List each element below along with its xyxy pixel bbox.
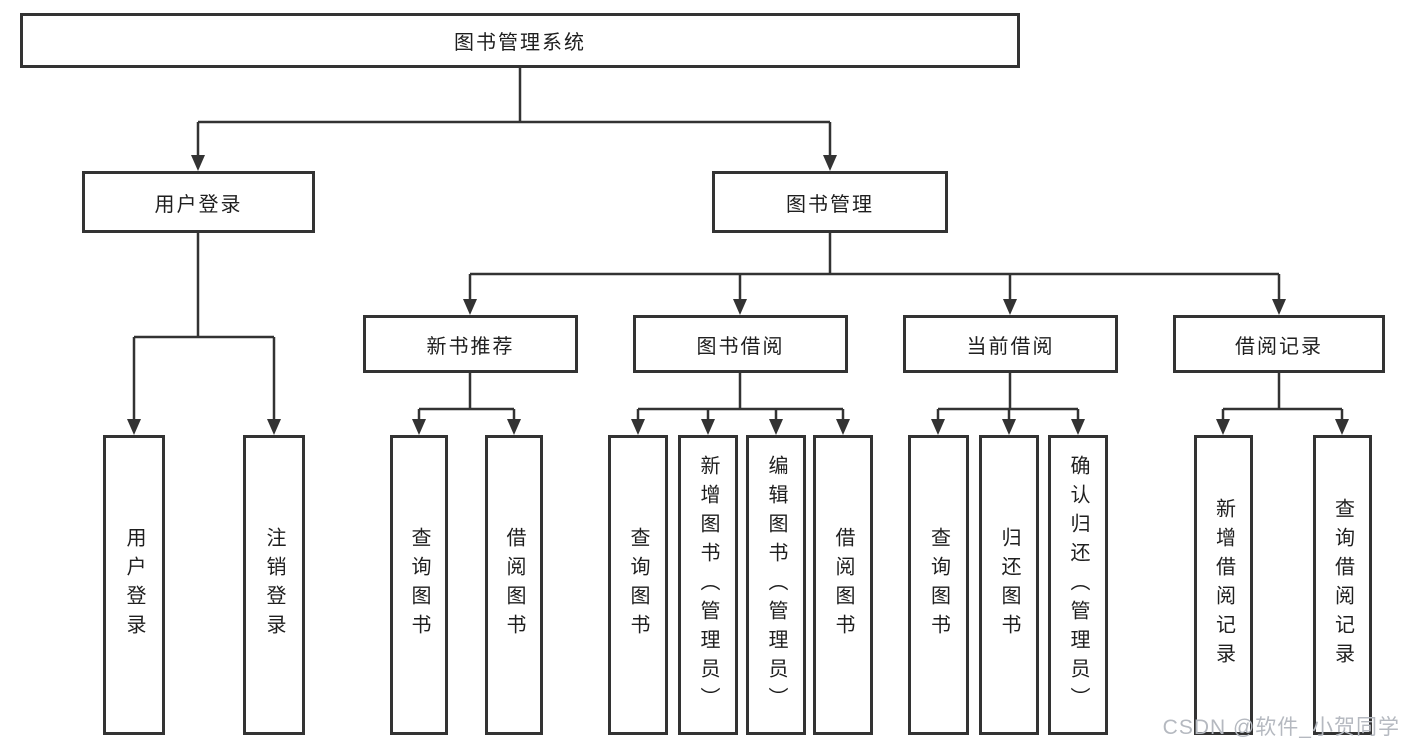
node-book-borrowing: 图书借阅 xyxy=(633,315,848,373)
node-label: 新书推荐 xyxy=(426,335,515,358)
node-label: 借阅图书 xyxy=(832,527,854,643)
leaf-query-borrow-record: 查询借阅记录 xyxy=(1313,435,1372,735)
node-label: 图书借阅 xyxy=(696,335,785,358)
leaf-edit-book-admin: 编辑图书（管理员） xyxy=(746,435,806,735)
node-label: 查询图书 xyxy=(927,527,950,643)
node-user-login: 用户登录 xyxy=(82,171,315,233)
node-label: 编辑图书（管理员） xyxy=(765,454,787,716)
node-label: 用户登录 xyxy=(123,527,145,643)
node-book-management: 图书管理 xyxy=(712,171,948,233)
leaf-add-book-admin: 新增图书（管理员） xyxy=(678,435,738,735)
node-label: 查询借阅记录 xyxy=(1331,498,1354,672)
node-label: 查询图书 xyxy=(408,527,430,643)
node-label: 注销登录 xyxy=(263,527,285,643)
leaf-borrow-books-recommend: 借阅图书 xyxy=(485,435,543,735)
node-label: 确认归还（管理员） xyxy=(1067,454,1089,716)
leaf-confirm-return-admin: 确认归还（管理员） xyxy=(1048,435,1108,735)
csdn-watermark: CSDN @软件_小贺同学 xyxy=(1162,716,1400,739)
leaf-query-books-recommend: 查询图书 xyxy=(390,435,448,735)
leaf-query-books-current: 查询图书 xyxy=(908,435,969,735)
leaf-return-book: 归还图书 xyxy=(979,435,1039,735)
node-borrowing-records: 借阅记录 xyxy=(1173,315,1385,373)
node-new-book-recommendation: 新书推荐 xyxy=(363,315,578,373)
node-library-management-system: 图书管理系统 xyxy=(20,13,1020,68)
leaf-borrow-books: 借阅图书 xyxy=(813,435,873,735)
node-label: 当前借阅 xyxy=(966,335,1055,358)
leaf-add-borrow-record: 新增借阅记录 xyxy=(1194,435,1253,735)
leaf-logout: 注销登录 xyxy=(243,435,305,735)
node-label: 图书管理 xyxy=(786,193,874,216)
leaf-user-login: 用户登录 xyxy=(103,435,165,735)
node-label: 新增借阅记录 xyxy=(1212,498,1235,672)
node-label: 图书管理系统 xyxy=(454,32,586,54)
node-label: 借阅图书 xyxy=(503,527,525,643)
node-label: 借阅记录 xyxy=(1235,335,1323,358)
node-label: 归还图书 xyxy=(998,527,1020,643)
leaf-query-books-borrow: 查询图书 xyxy=(608,435,668,735)
node-label: 查询图书 xyxy=(627,527,649,643)
node-current-borrowing: 当前借阅 xyxy=(903,315,1118,373)
node-label: 新增图书（管理员） xyxy=(697,454,719,716)
node-label: 用户登录 xyxy=(154,193,243,216)
